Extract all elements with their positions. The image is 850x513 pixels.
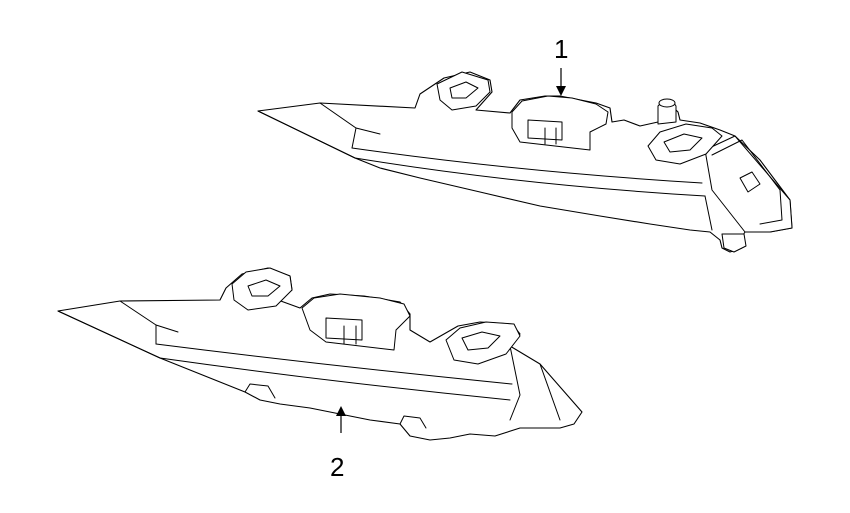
callout-label-1: 1: [554, 34, 568, 64]
arrowhead-1: [556, 86, 566, 96]
part-2-daytime-running-light: [57, 267, 583, 441]
callout-2: 2: [330, 406, 346, 482]
callout-1: 1: [554, 34, 568, 96]
callout-label-2: 2: [330, 452, 344, 482]
part-1-daytime-running-light: [257, 71, 793, 253]
arrowhead-2: [336, 406, 346, 416]
